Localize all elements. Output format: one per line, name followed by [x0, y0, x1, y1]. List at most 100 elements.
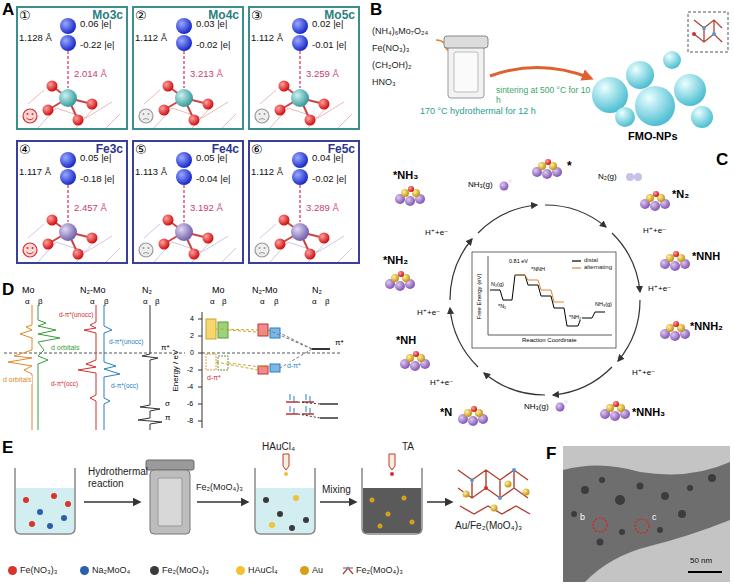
- panel-c-cycle: [478, 205, 537, 233]
- charge-value: 0.05 |e|: [196, 152, 227, 163]
- panel-f-tem: [708, 474, 716, 482]
- panel-e-synthesis: [51, 493, 57, 499]
- structure-frame: ③Mo5c1.112 Å0.02 |e|-0.01 |e|3.259 Å: [248, 6, 360, 130]
- compound-label: HAuCl₄: [262, 441, 295, 453]
- state-label: *: [567, 160, 572, 174]
- legend-swatch: [300, 566, 309, 575]
- legend-text: Fe₂(MoO₄)₃: [162, 565, 209, 575]
- tick-label: -6: [187, 400, 193, 408]
- bond-length: 1.112 Å: [251, 166, 283, 177]
- spin-label: α: [25, 297, 30, 306]
- state-structures: [660, 321, 690, 341]
- state-structures: [508, 179, 512, 183]
- distance-label: 3.289 Å: [306, 202, 339, 213]
- orbital-label: π*: [334, 338, 345, 347]
- charge-value: -0.02 |e|: [196, 39, 231, 50]
- panel-e-synthesis: [389, 454, 395, 470]
- reagent-label: Fe(NO₃)₃: [372, 43, 409, 53]
- panel-e-synthesis: [523, 489, 530, 496]
- panel-f-tem: [615, 495, 625, 505]
- panel-e-synthesis: [15, 454, 530, 574]
- panel-e-synthesis: [29, 521, 35, 527]
- reagent-label: (CH₂OH)₂: [372, 60, 411, 70]
- spin-label: α: [260, 297, 265, 306]
- legend-text: HAuCl₄: [248, 565, 278, 575]
- panel-e-synthesis: [386, 512, 391, 517]
- state-structures: [564, 400, 568, 404]
- scale-label: 50 nm: [690, 556, 712, 565]
- free-energy-chart: [490, 275, 605, 326]
- state-structures: [660, 251, 690, 271]
- panel-f-tem: [661, 492, 669, 500]
- circled-number: ①: [19, 8, 31, 24]
- panel-d-dos: [38, 305, 60, 430]
- panel-c-cycle: [450, 239, 472, 300]
- panel-f-tem: [597, 539, 604, 546]
- charge-value: -0.02 |e|: [312, 173, 347, 184]
- product-label: FMO-NPs: [628, 130, 678, 143]
- state-label: *N: [440, 406, 452, 419]
- panel-b-synthesis: [454, 52, 478, 92]
- panel-e-synthesis: [255, 468, 315, 534]
- state-structures: [395, 186, 425, 206]
- panel-e-synthesis: [512, 468, 516, 472]
- orbital-label: d-π*(occ): [110, 382, 139, 389]
- legend-swatch: [80, 566, 89, 575]
- structure-frame: ⑥Fe5c1.112 Å0.04 |e|-0.02 |e|3.289 Å: [248, 140, 360, 264]
- circled-number: ⑤: [135, 142, 147, 158]
- panel-e-synthesis: [346, 566, 349, 569]
- state-structures: [500, 182, 509, 191]
- state-label: *NNH₃: [632, 406, 665, 419]
- panel-b-synthesis: [674, 74, 706, 106]
- circled-number: ④: [19, 142, 31, 158]
- panel-f-tem: [619, 529, 625, 535]
- state-structures: [640, 191, 670, 211]
- orbital-label: d orbitals: [2, 376, 32, 384]
- step-label: H⁺+e⁻: [430, 378, 453, 387]
- chart-label: N₂(g): [490, 281, 505, 287]
- state-structures: [600, 401, 630, 421]
- free-energy-chart: [572, 260, 581, 261]
- legend-swatch: [8, 566, 17, 575]
- panel-d-orbital-diagram: [206, 319, 338, 418]
- panel-e-synthesis: [410, 520, 415, 525]
- panel-f-tem: [637, 483, 644, 490]
- panel-e-synthesis: [47, 523, 53, 529]
- free-energy-chart: [472, 252, 616, 348]
- orbital-label: π*: [160, 343, 171, 352]
- panel-b-synthesis: [626, 61, 654, 89]
- panel-c-cycle: [545, 205, 606, 227]
- charge-value: -0.04 |e|: [196, 173, 231, 184]
- panel-d-orbital-diagram: [206, 319, 216, 339]
- panel-e-synthesis: [293, 495, 299, 501]
- region-label: b: [580, 512, 585, 522]
- panel-b-synthesis: [663, 51, 681, 69]
- panel-a-atoms: [23, 109, 37, 123]
- panel-f-tem: [581, 486, 589, 494]
- spin-label: β: [155, 297, 160, 306]
- bond-length: 1.113 Å: [135, 166, 167, 177]
- panel-a-atoms: [255, 243, 269, 257]
- panel-e-synthesis: [484, 486, 488, 490]
- panel-e-synthesis: [146, 460, 194, 470]
- axis-title: Free Energy (eV): [476, 273, 483, 319]
- charge-value: 0.02 |e|: [312, 18, 343, 29]
- orbital-label: π: [164, 413, 172, 422]
- spin-label: β: [104, 297, 109, 306]
- panel-b-synthesis: [712, 32, 716, 36]
- legend-text: Na₂MoO₄: [92, 565, 130, 575]
- panel-c-cycle: [484, 373, 545, 395]
- spin-label: α: [143, 297, 148, 306]
- panel-f-tem: [678, 510, 686, 518]
- circled-number: ②: [135, 8, 147, 24]
- distance-label: 3.259 Å: [306, 68, 339, 79]
- spin-label: β: [274, 297, 279, 306]
- step-label: H⁺+e⁻: [648, 284, 671, 293]
- panel-b-synthesis: [444, 36, 488, 48]
- spin-label: α: [312, 297, 317, 306]
- panel-e-synthesis: [150, 470, 190, 534]
- tick-label: 4: [190, 315, 194, 323]
- gas-label: NH₃(g): [468, 180, 493, 189]
- column-header: N₂-Mo: [80, 285, 106, 295]
